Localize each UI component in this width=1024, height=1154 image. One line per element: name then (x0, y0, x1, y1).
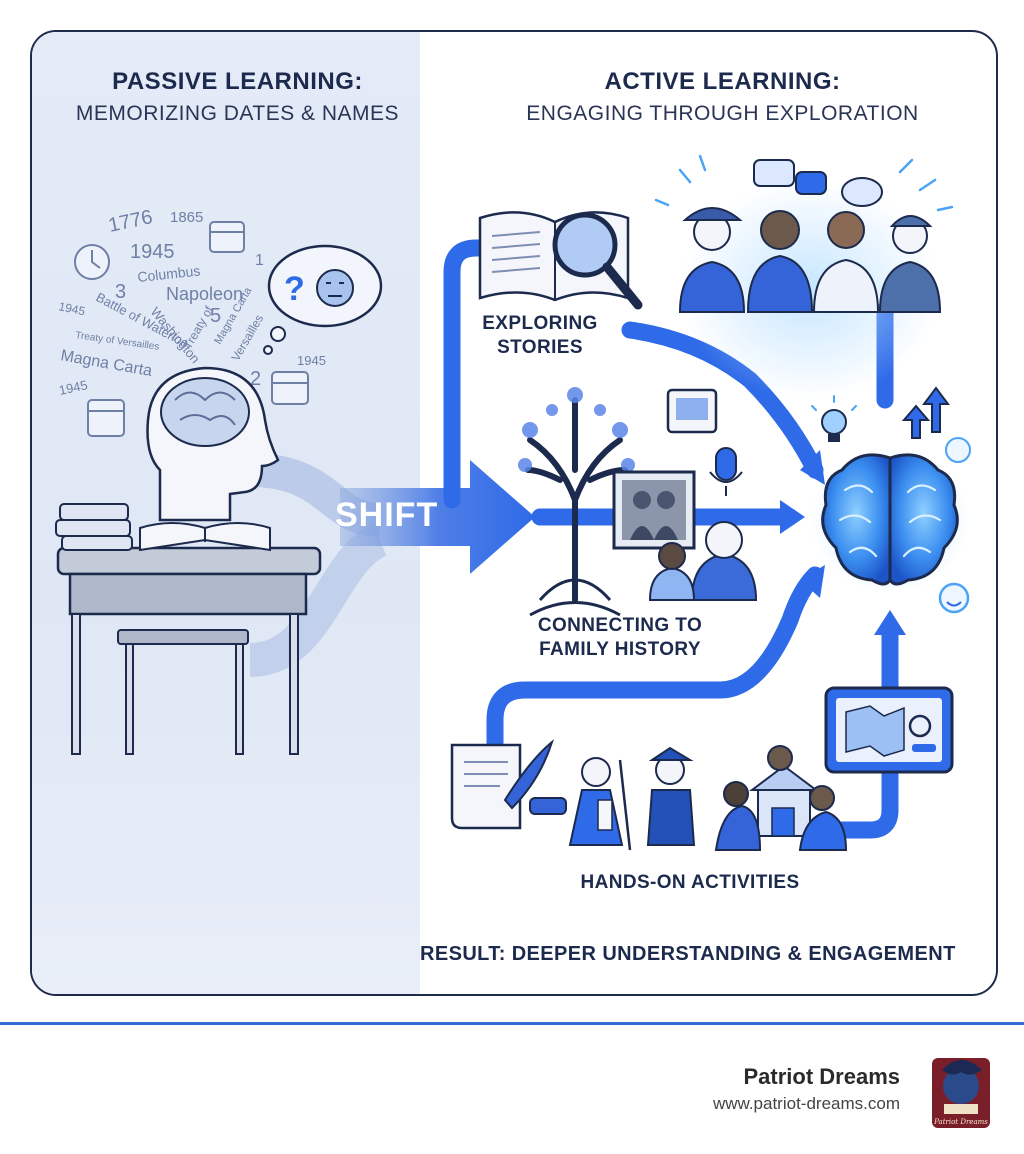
word: Magna Carta (59, 347, 153, 380)
word: Napoleon (166, 284, 243, 304)
lightbulb-icon (811, 395, 857, 442)
svg-text:?: ? (284, 270, 305, 308)
result-label: RESULT: DEEPER UNDERSTANDING & ENGAGEMEN… (420, 943, 956, 965)
picture-card-icon (666, 388, 718, 434)
word: Treaty of Versailles (75, 330, 160, 353)
brand-name: Patriot Dreams (743, 1064, 900, 1089)
scroll-quill-icon (450, 739, 567, 830)
calendar-icon (87, 221, 309, 437)
family-line-2: FAMILY HISTORY (539, 639, 701, 660)
family-tree-icon (518, 387, 635, 617)
confused-thought-icon: ? (263, 244, 383, 355)
footer-divider (0, 1022, 1024, 1025)
clock-icon (74, 244, 110, 280)
word: Columbus (137, 262, 201, 285)
exploring-line-1: EXPLORING (482, 313, 598, 334)
word: 1945 (297, 353, 326, 368)
up-arrows-icon (901, 386, 950, 439)
smiley-icon (938, 437, 971, 614)
logo-text: Patriot Dreams (933, 1118, 988, 1126)
shift-arrow (340, 460, 535, 574)
tablet-map-icon (824, 686, 954, 774)
active-subtitle: ENGAGING THROUGH EXPLORATION (526, 102, 919, 125)
word: 3 (115, 281, 126, 303)
microphone-icon (709, 447, 743, 496)
flow-paths (443, 239, 899, 839)
word: 1945 (58, 377, 89, 398)
hands-on-label: HANDS-ON ACTIVITIES (580, 872, 800, 893)
word: 1776 (106, 206, 154, 237)
school-desk-icon (55, 503, 322, 755)
word: Treaty of (180, 303, 216, 351)
book-magnifier-icon (478, 211, 643, 310)
word: 5 (210, 305, 221, 327)
flow-arrowheads (780, 450, 906, 635)
passive-title: PASSIVE LEARNING: (112, 68, 363, 95)
active-heading: ACTIVE LEARNING: ENGAGING THROUGH EXPLOR… (495, 68, 950, 126)
passive-subtitle: MEMORIZING DATES & NAMES (75, 102, 400, 125)
word: 1945 (57, 299, 86, 318)
brand-block: Patriot Dreams www.patriot-dreams.com (713, 1064, 900, 1114)
exploring-line-2: STORIES (497, 337, 583, 358)
head-with-brain-icon (146, 366, 280, 522)
grandparent-child-icon (648, 521, 758, 601)
passive-heading: PASSIVE LEARNING: MEMORIZING DATES & NAM… (45, 68, 430, 126)
brand-url[interactable]: www.patriot-dreams.com (712, 1094, 900, 1113)
family-history-label: CONNECTING TO FAMILY HISTORY (515, 614, 725, 662)
word: 2 (250, 368, 261, 390)
word: 1865 (170, 209, 203, 226)
costumed-kids-icon (568, 746, 696, 851)
brain-icon (810, 446, 970, 594)
historical-figures-icon (654, 154, 954, 400)
building-blocks-icon (714, 745, 848, 851)
exploring-stories-label: EXPLORING STORIES (470, 312, 610, 360)
active-title: ACTIVE LEARNING: (604, 68, 841, 95)
family-line-1: CONNECTING TO (537, 615, 703, 636)
word: 1 (255, 252, 264, 269)
shift-label: SHIFT (335, 496, 439, 534)
family-photo-icon (612, 470, 696, 550)
patriot-dreams-logo: Patriot Dreams (932, 1058, 990, 1128)
word: 1945 (130, 241, 175, 263)
